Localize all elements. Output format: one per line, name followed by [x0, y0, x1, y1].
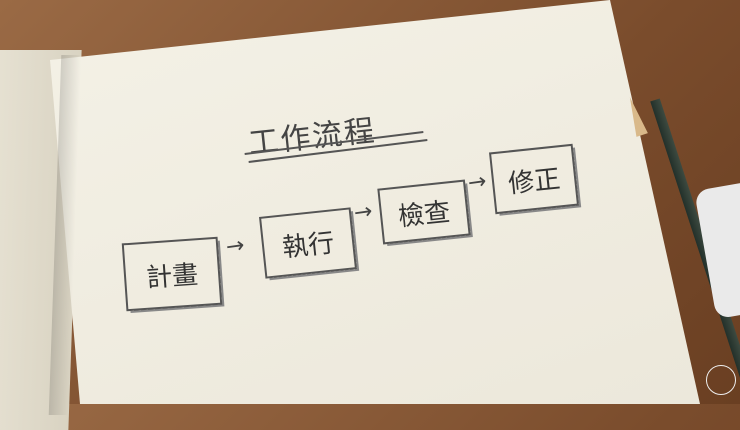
step-execute: 執行: [259, 207, 357, 279]
arrow: →: [352, 198, 375, 227]
dog-logo-icon: [706, 365, 736, 395]
arrow: →: [466, 168, 489, 197]
arrow: →: [224, 232, 247, 261]
step-check: 檢查: [377, 179, 471, 245]
step-correct: 修正: [488, 143, 580, 215]
step-plan: 計畫: [121, 236, 223, 312]
notebook-right-page: [50, 0, 700, 404]
